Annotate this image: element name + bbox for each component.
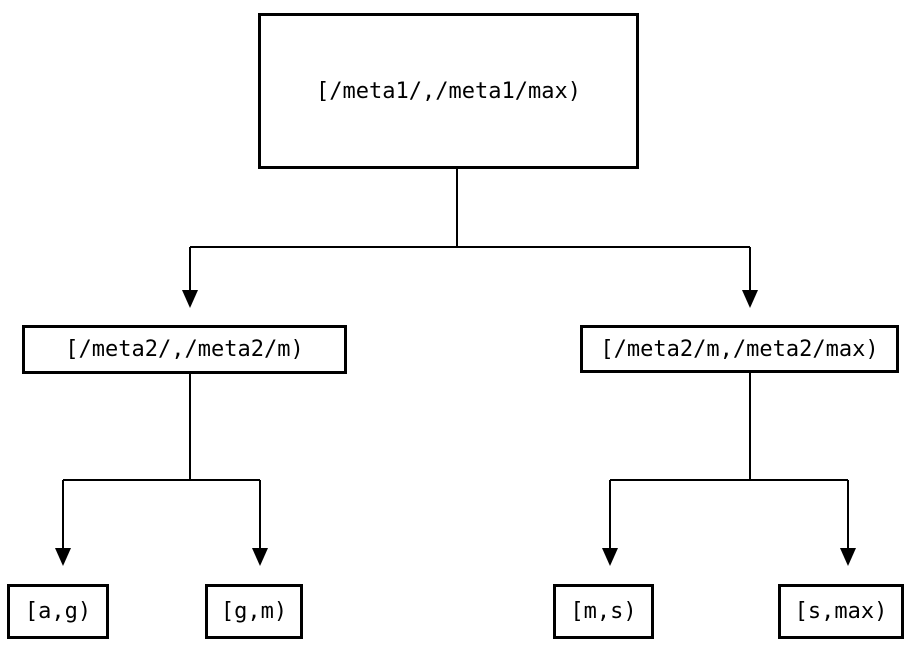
- arrowhead-down-icon: [840, 548, 856, 566]
- tree-node-root: [/meta1/,/meta1/max): [258, 13, 639, 169]
- tree-node-leaf-gm: [g,m): [205, 584, 303, 639]
- edge-line: [189, 169, 751, 290]
- tree-node-meta2-right: [/meta2/m,/meta2/max): [580, 325, 899, 373]
- edge-line: [62, 374, 261, 548]
- edge-left-node-to-leaves: [55, 374, 268, 566]
- edge-root-to-children: [182, 169, 758, 308]
- tree-node-leaf-ms: [m,s): [553, 584, 654, 639]
- arrowhead-down-icon: [55, 548, 71, 566]
- tree-node-meta2-left: [/meta2/,/meta2/m): [22, 325, 347, 374]
- arrowhead-down-icon: [182, 290, 198, 308]
- arrowhead-down-icon: [252, 548, 268, 566]
- arrowhead-down-icon: [742, 290, 758, 308]
- edge-right-node-to-leaves: [602, 373, 856, 566]
- arrowhead-down-icon: [602, 548, 618, 566]
- edge-line: [609, 373, 849, 548]
- tree-node-leaf-smax: [s,max): [778, 584, 904, 639]
- tree-node-leaf-ag: [a,g): [7, 584, 109, 639]
